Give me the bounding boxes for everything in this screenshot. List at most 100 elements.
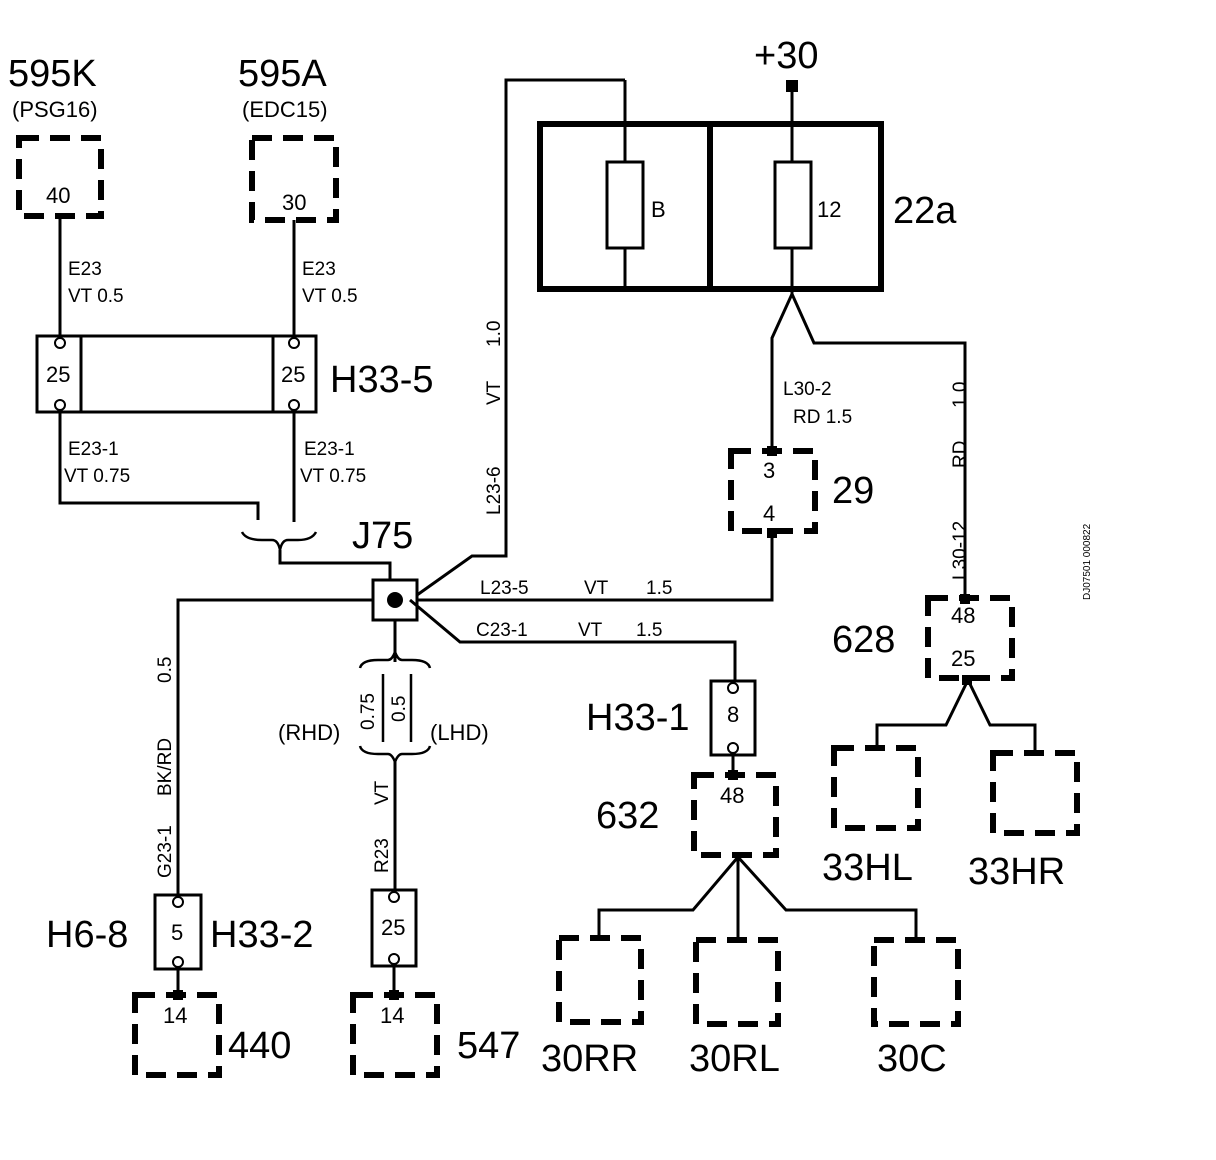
component-547: 14 547	[350, 990, 520, 1078]
component-33hl-box	[831, 745, 921, 831]
connector-h33-5-pin-right: 25	[281, 362, 305, 387]
pin-circle	[172, 896, 184, 908]
component-440-terminal	[173, 990, 183, 1000]
wire-r23-labels: R23 VT	[372, 780, 393, 873]
pin-circle	[172, 956, 184, 968]
component-33hl-label: 33HL	[822, 847, 913, 889]
wire-e23-1-right-name: E23-1	[304, 439, 355, 460]
wire-l23-5	[417, 531, 774, 602]
component-30c-box	[871, 937, 961, 1027]
component-29: 3 4 29	[728, 446, 874, 538]
wire-l23-5-name: L23-5	[480, 578, 529, 599]
wire-l30-12-labels: L30-12 RD 1.0	[950, 382, 971, 580]
component-29-label: 29	[832, 470, 874, 512]
pin-circle	[388, 891, 400, 903]
component-595a: 595A (EDC15) 30	[238, 53, 339, 223]
fusebox-22a: B 12 22a	[537, 80, 957, 292]
wire-e23-1-right-spec: VT 0.75	[300, 466, 366, 487]
wire-628-to-33hl	[875, 679, 970, 745]
wire-l23-6-labels: L23-6 VT 1.0	[484, 321, 505, 515]
component-547-pin: 14	[380, 1003, 404, 1028]
component-33hl: 33HL	[822, 745, 921, 889]
rhd-lhd-brace-top	[358, 648, 432, 669]
wire-splice-to-j75	[278, 550, 392, 583]
wire-l30-12-name: L30-12	[950, 521, 971, 580]
component-628-label: 628	[832, 619, 895, 661]
wire-e23-1-left	[58, 410, 260, 520]
component-628: 48 25 628	[832, 594, 1015, 685]
wire-l30-2-spec: RD 1.5	[793, 407, 852, 428]
component-33hr: 33HR	[968, 750, 1080, 893]
wire-l23-6-color: VT	[484, 380, 505, 405]
connector-r23: 25	[370, 888, 418, 968]
label-rhd: (RHD)	[278, 720, 340, 745]
wire-c23-1-name: C23-1	[476, 620, 528, 641]
wire-l30-2-name: L30-2	[783, 379, 832, 400]
junction-j75-node	[387, 592, 403, 608]
wire-632-to-30rr	[597, 856, 740, 935]
component-30rl: 30RL	[689, 937, 781, 1080]
pin-circle	[727, 742, 739, 754]
junction-j75-label: J75	[352, 515, 413, 557]
wire-c23-1-size: 1.5	[636, 620, 662, 641]
connector-h33-5-body	[35, 334, 318, 414]
wire-g23-1-color: BK/RD	[155, 738, 176, 796]
supply-plus30-label: +30	[754, 35, 818, 77]
wire-c23-1-color: VT	[578, 620, 603, 641]
component-30rr-label: 30RR	[541, 1038, 638, 1080]
connector-h33-1: 8 H33-1	[586, 679, 757, 757]
pin-circle	[727, 682, 739, 694]
wire-l23-5-size: 1.5	[646, 578, 672, 599]
wire-r23-size-lhd: 0.5	[389, 696, 410, 722]
connector-h33-1-label: H33-1	[586, 697, 690, 739]
wire-e23-right-name: E23	[302, 259, 336, 280]
component-440: 14 440	[132, 990, 291, 1078]
component-30rl-label: 30RL	[689, 1038, 780, 1080]
r23-lhd-size-group: 0.5	[389, 696, 410, 722]
component-632-terminal	[728, 770, 738, 780]
supply-terminal	[786, 80, 798, 92]
component-440-label: 440	[228, 1025, 291, 1067]
connector-h33-5-label: H33-5	[330, 359, 434, 401]
wire-g23-1-size: 0.5	[155, 657, 176, 683]
component-632-label: 632	[596, 795, 659, 837]
component-628-pin-bottom: 25	[951, 646, 975, 671]
component-547-label: 547	[457, 1025, 520, 1067]
wire-632-to-30c	[736, 855, 918, 938]
wire-g23-1-name: G23-1	[155, 825, 176, 878]
connector-h33-1-pin: 8	[727, 702, 739, 727]
component-595k-pin: 40	[46, 183, 70, 208]
wire-g23-1-labels: G23-1 BK/RD 0.5	[155, 657, 176, 878]
wire-e23-1-left-name: E23-1	[68, 439, 119, 460]
pin-circle	[388, 953, 400, 965]
splice-brace	[240, 531, 318, 551]
wire-e23-right-spec: VT 0.5	[302, 286, 358, 307]
connector-h33-5: 25 25 H33-5	[35, 334, 434, 414]
component-30rl-box	[693, 937, 781, 1027]
junction-j75: J75	[352, 515, 419, 622]
component-29-pin-top: 3	[763, 458, 775, 483]
rhd-lhd-brace-bottom	[358, 745, 432, 766]
component-30c-label: 30C	[877, 1038, 947, 1080]
r23-rhd-size-group: 0.75	[358, 693, 379, 730]
connector-h33-2-label: H33-2	[210, 914, 314, 956]
wire-c23-1	[409, 598, 737, 682]
component-595k: 595K (PSG16) 40	[8, 53, 104, 219]
component-29-pin-bottom: 4	[763, 501, 775, 526]
component-595a-label: 595A	[238, 53, 327, 95]
doc-reference-group: DJ07501 000822	[1082, 523, 1093, 600]
wire-g23-1	[176, 598, 373, 895]
connector-r23-pin: 25	[381, 915, 405, 940]
component-30c: 30C	[871, 937, 961, 1080]
wire-l30-12-color: RD	[950, 441, 971, 468]
wire-r23-name: R23	[372, 838, 393, 873]
wire-l23-6-name: L23-6	[484, 466, 505, 515]
doc-reference: DJ07501 000822	[1082, 523, 1093, 600]
wire-r23-color: VT	[372, 780, 393, 805]
component-628-pin-top: 48	[951, 603, 975, 628]
fuse-b-label: B	[651, 197, 666, 222]
component-632-pin: 48	[720, 783, 744, 808]
component-30rr-box	[556, 935, 644, 1025]
component-595a-box	[249, 135, 339, 223]
